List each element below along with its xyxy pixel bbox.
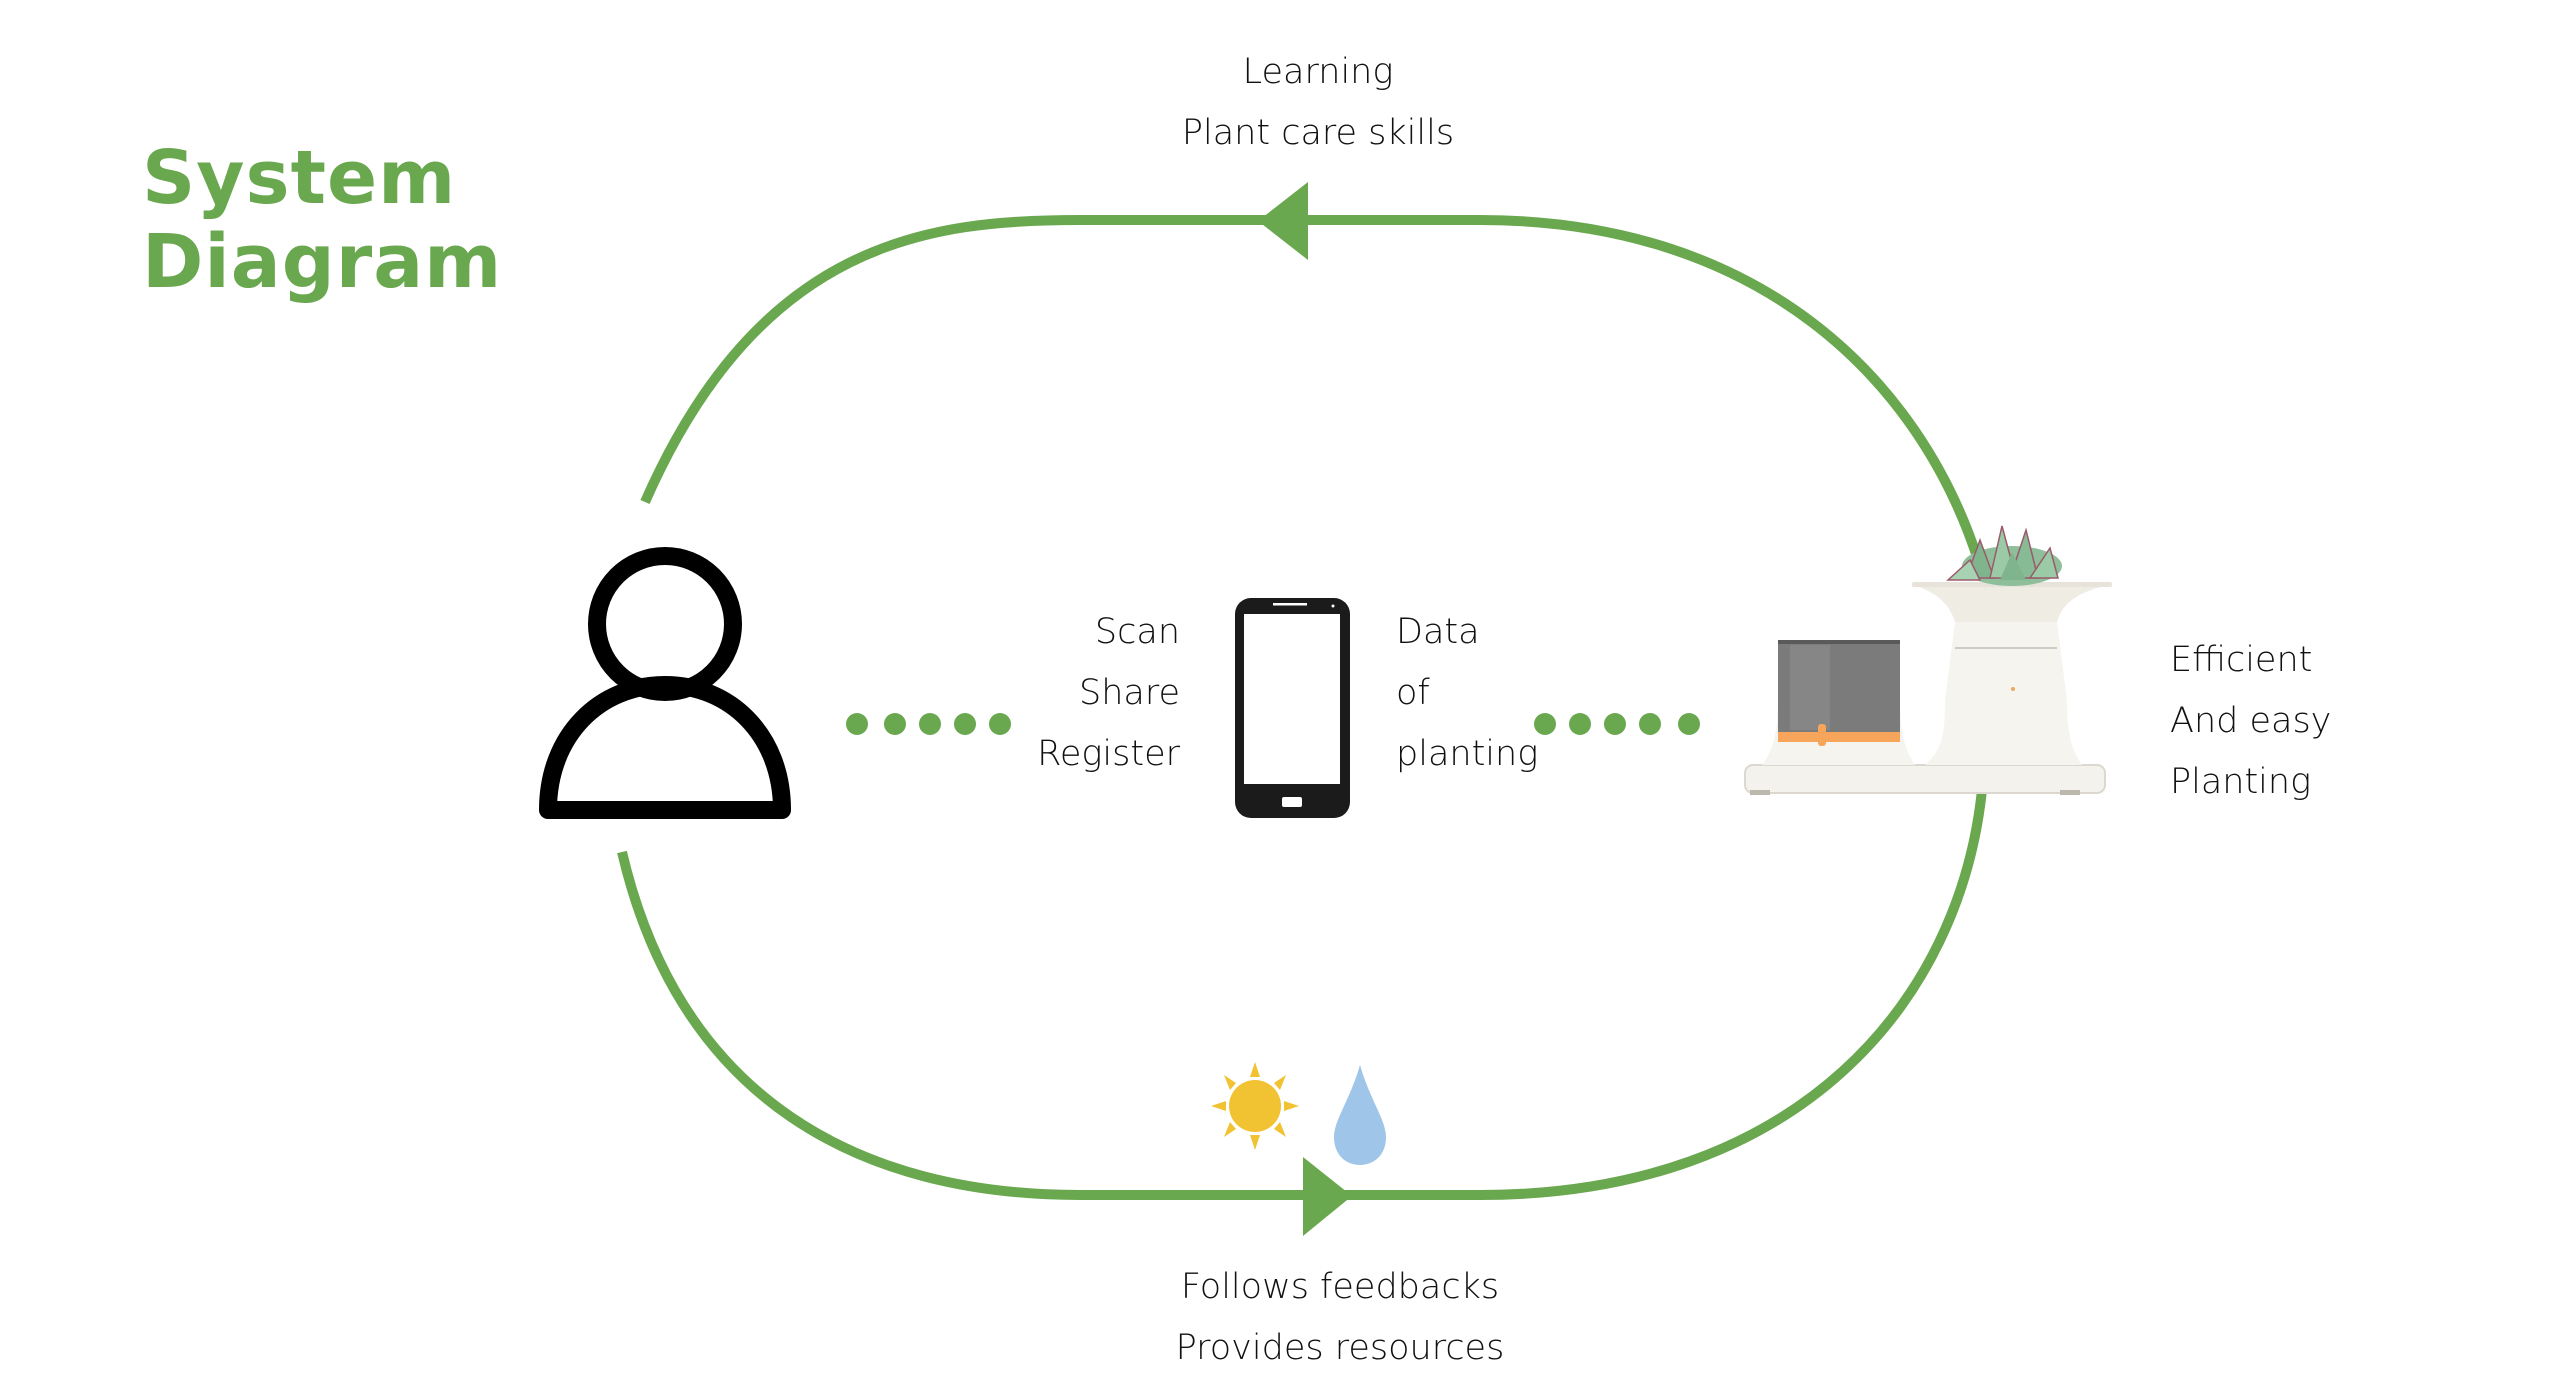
title-line-1: System	[142, 135, 457, 221]
dot	[1604, 713, 1626, 735]
dot	[1534, 713, 1556, 735]
dot	[1639, 713, 1661, 735]
benefit-line-2: And easy	[2170, 701, 2332, 741]
dots-connector-left	[846, 713, 1011, 735]
phone-action-share: Share	[1078, 673, 1180, 713]
planting-data-label: Data of planting	[1396, 602, 1596, 785]
top-flow-path	[640, 215, 1983, 562]
title-line-2: Diagram	[142, 219, 503, 305]
benefit-line-1: Efficient	[2170, 640, 2313, 680]
dot	[1569, 713, 1591, 735]
dot	[884, 713, 906, 735]
smartphone-icon	[1235, 598, 1350, 818]
dot	[1678, 713, 1700, 735]
dot	[954, 713, 976, 735]
top-label-line-2: Plant care skills	[1181, 113, 1455, 153]
top-flow-label: Learning Plant care skills	[1118, 42, 1518, 164]
benefit-line-3: Planting	[2170, 762, 2312, 802]
bottom-label-line-2: Provides resources	[1175, 1328, 1505, 1368]
top-arrow-head-icon	[1258, 182, 1308, 260]
bottom-flow-label: Follows feedbacks Provides resources	[1140, 1257, 1540, 1379]
product-benefit-label: Efficient And easy Planting	[2170, 630, 2430, 813]
water-drop-icon	[1334, 1065, 1386, 1165]
page-title: System Diagram	[142, 136, 502, 304]
dot	[989, 713, 1011, 735]
phone-action-register: Register	[1037, 734, 1180, 774]
data-label-line-1: Data	[1396, 612, 1480, 652]
sun-icon	[1211, 1062, 1299, 1150]
phone-actions-label: Scan Share Register	[980, 602, 1180, 785]
top-label-line-1: Learning	[1242, 52, 1394, 92]
dots-connector-right	[1534, 713, 1700, 735]
bottom-arrow-head-icon	[1303, 1157, 1352, 1236]
bottom-label-line-1: Follows feedbacks	[1180, 1267, 1500, 1307]
phone-action-scan: Scan	[1094, 612, 1180, 652]
bottom-flow-path	[617, 789, 1987, 1200]
data-label-line-2: of	[1396, 673, 1430, 713]
dot	[846, 713, 868, 735]
planter-device-image	[1744, 525, 2112, 795]
succulent-icon	[1946, 525, 2062, 586]
dot	[919, 713, 941, 735]
data-label-line-3: planting	[1396, 734, 1539, 774]
user-icon	[539, 547, 791, 819]
